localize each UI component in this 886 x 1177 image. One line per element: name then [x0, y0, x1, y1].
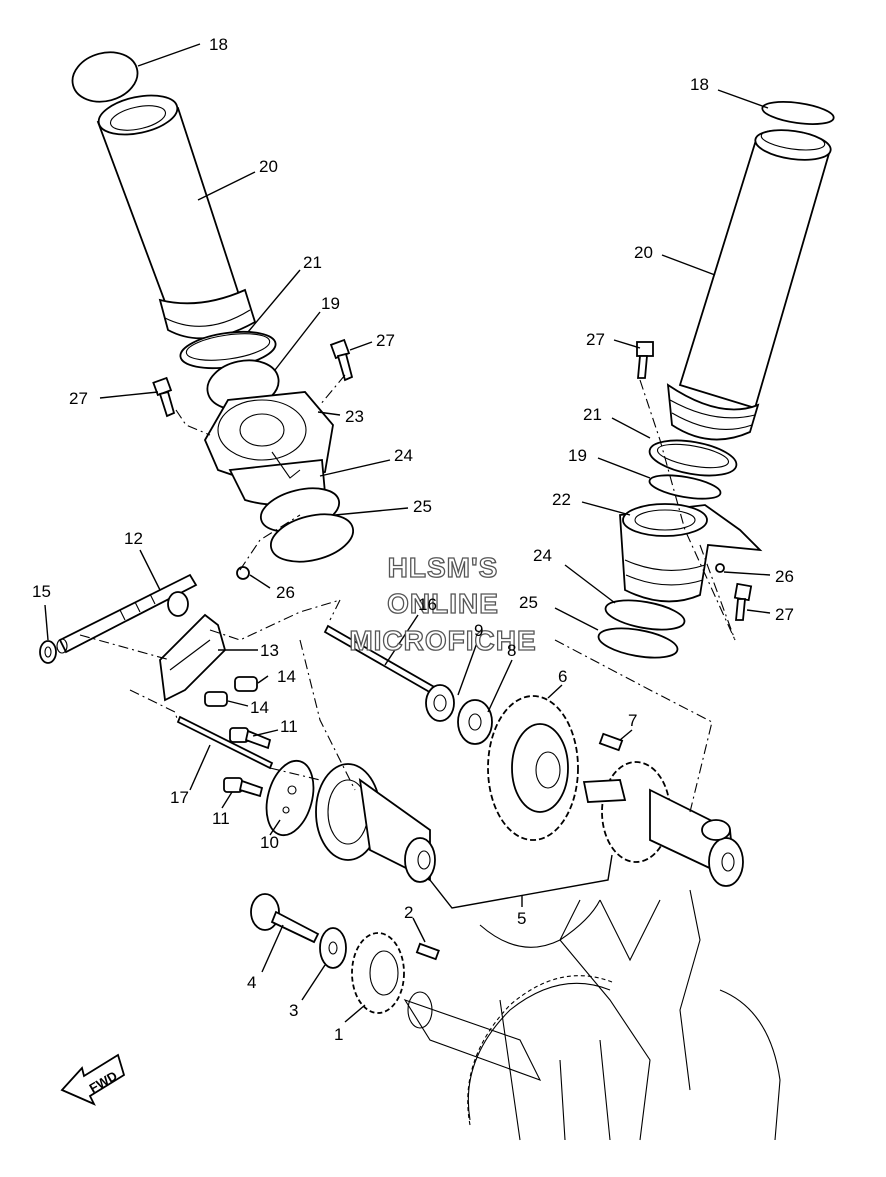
callout-17: 17: [170, 788, 189, 807]
o-ring-19-right: [648, 474, 722, 500]
o-ring-25-left: [270, 513, 354, 563]
alignment-dashed-lines: [79, 374, 736, 813]
gear-5-right: [582, 761, 744, 887]
callout-27-right-a: 27: [586, 330, 605, 349]
bolt-4: [250, 893, 320, 944]
callout-20-left: 20: [259, 157, 278, 176]
tube-20-right: [666, 129, 832, 441]
callout-18-right: 18: [690, 75, 709, 94]
callout-5: 5: [517, 909, 526, 928]
callout-26-left: 26: [276, 583, 295, 602]
callout-27-left-a: 27: [376, 331, 395, 350]
callout-25-right: 25: [519, 593, 538, 612]
clip-26-left: [236, 566, 250, 580]
rod-17: [176, 715, 274, 770]
housing-22: [619, 503, 763, 603]
bolt-27-right-a: [636, 341, 654, 379]
callout-15: 15: [32, 582, 51, 601]
o-ring-24-right: [604, 599, 686, 631]
callout-3: 3: [289, 1001, 298, 1020]
callout-14-a: 14: [277, 667, 296, 686]
washer-3: [319, 927, 347, 969]
watermark-line-1: HLSM'S: [388, 552, 499, 583]
watermark-line-2: ONLINE: [387, 588, 499, 619]
callout-12: 12: [124, 529, 143, 548]
bolt-11-b: [223, 777, 264, 798]
washer-15: [39, 640, 57, 664]
bolt-27-left-a: [329, 338, 354, 382]
callout-26-right: 26: [775, 567, 794, 586]
washer-21-right: [648, 439, 738, 477]
callout-18-left: 18: [209, 35, 228, 54]
leader-lines: [44, 43, 771, 1023]
plate-10: [265, 759, 315, 837]
key-2: [415, 942, 440, 961]
callout-2: 2: [404, 903, 413, 922]
callout-24-right: 24: [533, 546, 552, 565]
bolt-27-right-b: [733, 582, 753, 621]
callout-25-left: 25: [413, 497, 432, 516]
nut-9: [425, 684, 455, 722]
callout-16: 16: [418, 595, 437, 614]
callout-27-left-b: 27: [69, 389, 88, 408]
gear-5-left: [315, 763, 436, 883]
bolt-14-b: [204, 691, 228, 707]
callout-20-right: 20: [634, 243, 653, 262]
callout-13: 13: [260, 641, 279, 660]
fwd-arrow: FWD: [60, 1053, 126, 1106]
callout-9: 9: [474, 621, 483, 640]
watermark: HLSM'S ONLINE MICROFICHE: [349, 551, 537, 656]
callout-14-b: 14: [250, 698, 269, 717]
o-ring-18-right: [761, 101, 835, 125]
callout-6: 6: [558, 667, 567, 686]
callout-22: 22: [552, 490, 571, 509]
gear-1: [351, 932, 405, 1014]
bolt-14-a: [234, 676, 258, 692]
callout-24-left: 24: [394, 446, 413, 465]
callout-11-b: 11: [212, 809, 230, 828]
shaft-12: [56, 573, 198, 654]
tube-20-left: [96, 94, 257, 340]
bolt-11-a: [229, 727, 272, 750]
callout-21-right: 21: [583, 405, 602, 424]
callout-4: 4: [247, 973, 256, 992]
washer-8: [457, 699, 493, 745]
watermark-line-3: MICROFICHE: [349, 625, 536, 656]
clip-26-right: [715, 563, 725, 573]
callout-7: 7: [628, 711, 637, 730]
o-ring-25-right: [597, 627, 679, 659]
callout-10: 10: [260, 833, 279, 852]
callout-1: 1: [334, 1025, 343, 1044]
callout-19-left: 19: [321, 294, 340, 313]
callout-11-a: 11: [280, 717, 298, 736]
bolt-27-left-b: [152, 376, 176, 418]
callout-27-right-b: 27: [775, 605, 794, 624]
crankshaft-outline: [403, 889, 781, 1141]
callout-19-right: 19: [568, 446, 587, 465]
gear-6: [487, 695, 579, 841]
callout-8: 8: [507, 641, 516, 660]
callout-labels: 18 20 21 19 27 27 23 24 25 26 12 15 16 1…: [32, 35, 794, 1044]
callout-21-left: 21: [303, 253, 322, 272]
callout-23: 23: [345, 407, 364, 426]
key-7: [598, 732, 624, 752]
plate-13: [159, 613, 227, 702]
o-ring-18-left: [71, 51, 139, 103]
